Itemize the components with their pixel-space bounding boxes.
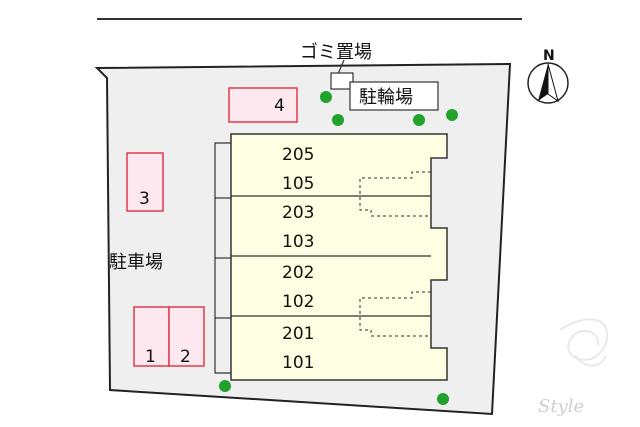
unit-203: 203 bbox=[282, 203, 314, 223]
unit-103: 103 bbox=[282, 232, 314, 252]
parking-space-number: 3 bbox=[139, 189, 150, 209]
bicycle-parking: 駐輪場 bbox=[349, 81, 439, 111]
unit-102: 102 bbox=[282, 292, 314, 312]
tree-icon bbox=[320, 91, 332, 103]
bicycle-parking-label: 駐輪場 bbox=[359, 87, 413, 108]
apartment-building bbox=[230, 133, 448, 381]
watermark-logo bbox=[559, 318, 609, 367]
parking-space-2: 2 bbox=[168, 306, 205, 367]
compass-north-label: N bbox=[543, 48, 555, 64]
unit-202: 202 bbox=[282, 263, 314, 283]
unit-101: 101 bbox=[282, 353, 314, 373]
parking-space-4: 4 bbox=[228, 87, 298, 123]
tree-icon bbox=[332, 114, 344, 126]
garbage-area-callout: ゴミ置場 bbox=[300, 42, 372, 90]
unit-201: 201 bbox=[282, 324, 314, 344]
parking-space-3: 3 bbox=[126, 152, 164, 212]
watermark-text: Style bbox=[538, 396, 584, 417]
tree-icon bbox=[413, 114, 425, 126]
garbage-area-label: ゴミ置場 bbox=[300, 42, 372, 63]
corridor-bracket bbox=[214, 142, 231, 374]
parking-space-number: 1 bbox=[145, 347, 156, 367]
tree-icon bbox=[446, 109, 458, 121]
unit-105: 105 bbox=[282, 174, 314, 194]
garbage-area-box bbox=[330, 72, 354, 90]
tree-icon bbox=[437, 393, 449, 405]
parking-space-number: 2 bbox=[180, 347, 191, 367]
parking-space-number: 4 bbox=[274, 96, 285, 116]
tree-icon bbox=[219, 380, 231, 392]
unit-205: 205 bbox=[282, 145, 314, 165]
parking-space-1: 1 bbox=[133, 306, 170, 367]
parking-lot-label: 駐車場 bbox=[109, 252, 163, 273]
compass-north-icon: N bbox=[527, 48, 569, 104]
